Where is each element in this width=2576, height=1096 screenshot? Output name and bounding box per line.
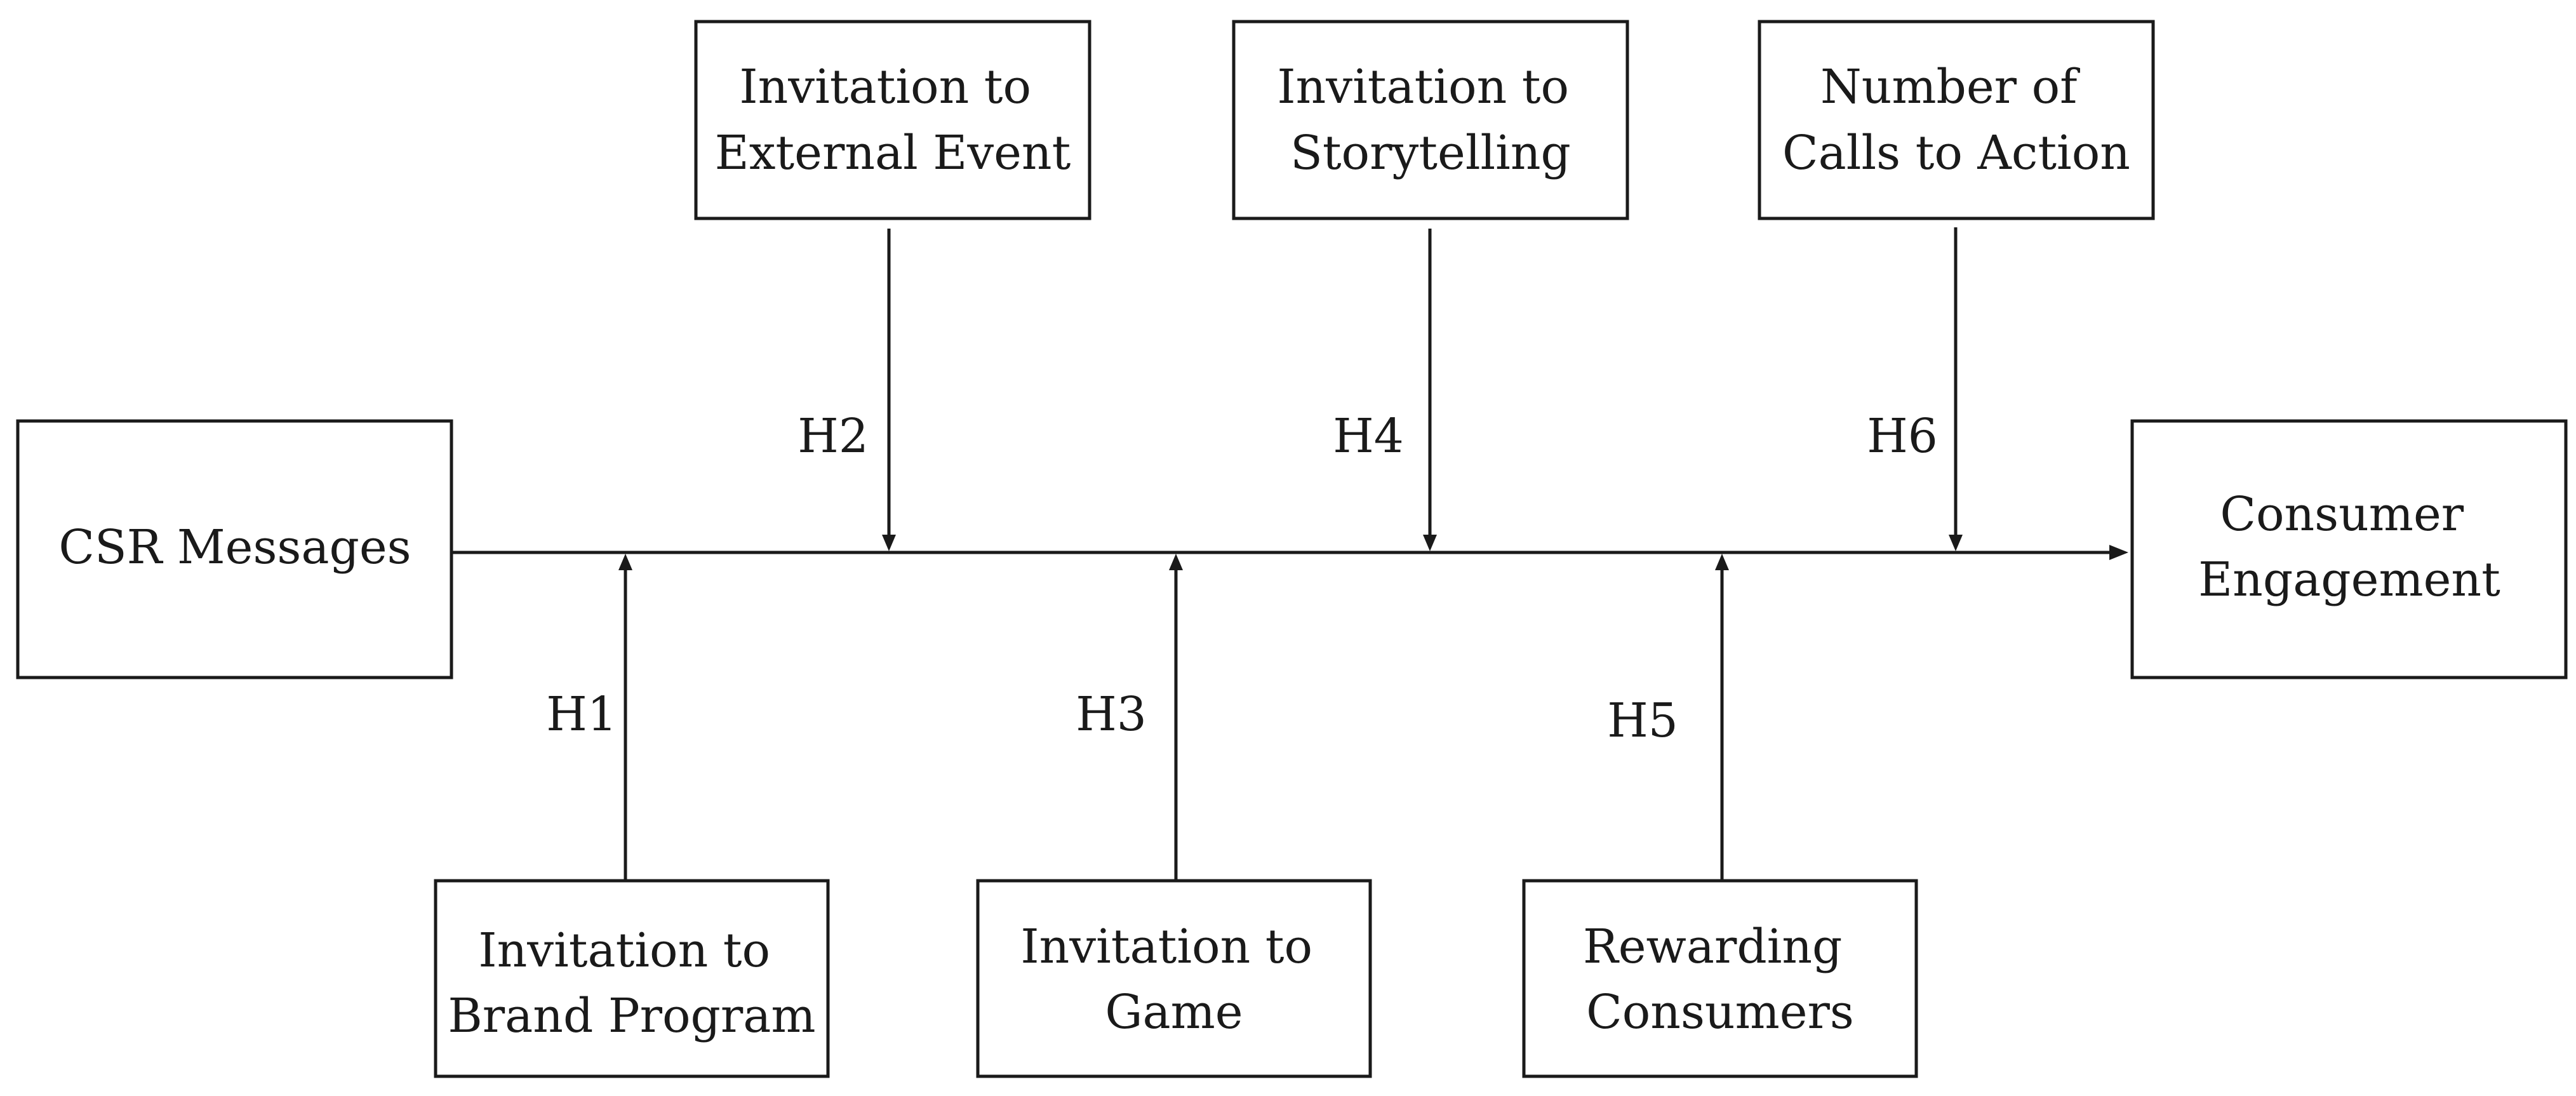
- hypothesis-label-h2: H2: [797, 409, 869, 464]
- node-calls-to-action-line-1: Number of: [1820, 60, 2080, 114]
- node-calls-to-action: Number of Calls to Action: [1782, 60, 2130, 180]
- edge-h4-arrowhead: [1423, 535, 1437, 551]
- node-external-event-line-2: External Event: [715, 126, 1071, 180]
- node-game: Invitation to Game: [1020, 919, 1327, 1039]
- node-storytelling-line-1: Invitation to: [1277, 60, 1569, 114]
- node-consumer-engagement: Consumer Engagement: [2198, 487, 2500, 607]
- node-consumer-engagement-line-2: Engagement: [2198, 552, 2500, 607]
- node-rewarding-box: [1522, 879, 1918, 1078]
- node-external-event-line-1: Invitation to: [739, 60, 1031, 114]
- node-rewarding-line-1: Rewarding: [1583, 919, 1842, 974]
- node-csr-messages: CSR Messages: [58, 520, 411, 575]
- node-consumer-engagement-line-1: Consumer: [2220, 487, 2464, 542]
- node-csr-messages-line-1: CSR Messages: [58, 520, 411, 575]
- node-external-event: Invitation to External Event: [715, 60, 1071, 180]
- node-game-line-1: Invitation to: [1020, 919, 1312, 974]
- node-storytelling-line-2: Storytelling: [1290, 126, 1571, 180]
- hypothesis-label-h6: H6: [1867, 409, 1938, 464]
- node-brand-program-box: [434, 879, 830, 1078]
- node-brand-program-line-2: Brand Program: [448, 989, 815, 1043]
- node-brand-program: Invitation to Brand Program: [448, 923, 815, 1043]
- node-rewarding: Rewarding Consumers: [1583, 919, 1857, 1039]
- hypothesis-label-h3: H3: [1076, 687, 1147, 742]
- node-calls-to-action-box: [1758, 20, 2155, 220]
- node-csr-messages-box: [16, 419, 453, 679]
- main-path-arrowhead: [2109, 545, 2128, 560]
- node-game-box: [976, 879, 1372, 1078]
- edge-h1-arrowhead: [618, 554, 632, 570]
- hypothesis-label-h5: H5: [1607, 693, 1678, 748]
- node-external-event-box: [694, 20, 1091, 220]
- edge-h2-arrowhead: [882, 535, 896, 551]
- edge-h3-arrowhead: [1169, 554, 1183, 570]
- node-rewarding-line-2: Consumers: [1586, 985, 1854, 1039]
- edge-h6-arrowhead: [1949, 535, 1963, 551]
- hypothesis-label-h1: H1: [546, 687, 617, 742]
- node-storytelling-box: [1232, 20, 1629, 220]
- node-storytelling: Invitation to Storytelling: [1277, 60, 1584, 180]
- hypothesis-label-h4: H4: [1333, 409, 1404, 464]
- node-game-line-2: Game: [1105, 985, 1243, 1039]
- edge-h5-arrowhead: [1715, 554, 1729, 570]
- node-consumer-engagement-box: [2130, 419, 2568, 679]
- node-calls-to-action-line-2: Calls to Action: [1782, 126, 2130, 180]
- node-brand-program-line-1: Invitation to: [478, 923, 770, 978]
